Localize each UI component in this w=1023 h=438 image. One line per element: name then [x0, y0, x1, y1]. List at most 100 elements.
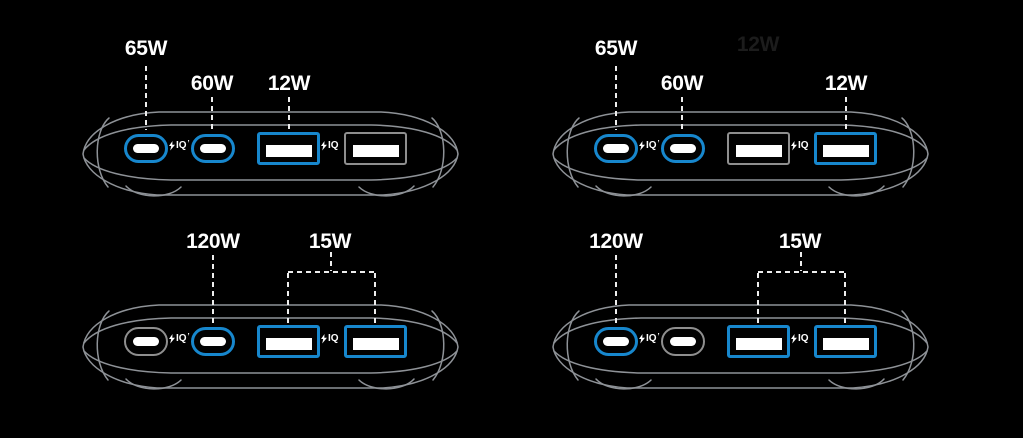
iq-mark: ’ — [657, 332, 660, 340]
usb-c-port-1 — [594, 327, 638, 356]
callout-dashed-line — [681, 97, 683, 130]
bracket-left-dashed-line — [757, 273, 759, 323]
iq-text: IQ — [176, 333, 187, 344]
lightning-bolt-icon — [791, 334, 797, 344]
iq-text: IQ — [328, 333, 339, 344]
body-top-chamfer-line — [553, 124, 928, 151]
left-endcap-curve — [96, 310, 110, 381]
power-bank-outline — [82, 304, 459, 390]
left-foot-arc — [125, 185, 182, 197]
callout-dashed-line — [615, 66, 617, 130]
bracket-bar-dashed-line — [758, 271, 847, 273]
usb-a-tongue — [822, 144, 869, 157]
usb-a-tongue — [822, 337, 869, 350]
lightning-bolt-icon — [791, 141, 797, 151]
usb-c-port-1 — [594, 134, 638, 163]
usb-a-port-2 — [814, 325, 877, 358]
power-iq-badge: IQ — [791, 141, 810, 151]
usb-c-port-2 — [661, 327, 705, 356]
usb-c-tongue — [133, 337, 159, 346]
usb-a-tongue — [265, 337, 312, 350]
usb-a-port-2 — [344, 132, 407, 165]
iq-text: IQ — [646, 140, 657, 151]
panel-top-right: 12W 65W 60W 12W IQ’ IQ — [470, 0, 981, 219]
usb-a-tongue — [352, 337, 399, 350]
body-top-chamfer-line — [83, 317, 458, 344]
usb-c-port-1 — [124, 327, 168, 356]
usb-c-tongue — [133, 144, 159, 153]
body-bottom-chamfer-line — [553, 350, 928, 374]
lightning-bolt-icon — [321, 334, 327, 344]
usb-a-tongue — [735, 337, 782, 350]
iq-text: IQ — [646, 333, 657, 344]
left-endcap-curve — [566, 117, 580, 188]
callout-dashed-line — [845, 97, 847, 130]
wattage-label-15w: 15W — [308, 230, 352, 253]
right-endcap-curve — [901, 310, 915, 381]
power-bank-outline — [552, 304, 929, 390]
body-outer-contour — [552, 111, 929, 196]
usb-c-tongue — [670, 144, 696, 153]
panel-top-left: 65W 60W 12W IQ’ IQ — [0, 0, 511, 219]
right-endcap-curve — [431, 117, 445, 188]
usb-c-port-2 — [191, 134, 235, 163]
left-endcap-curve — [566, 310, 580, 381]
right-endcap-curve — [901, 117, 915, 188]
usb-a-port-1 — [727, 325, 790, 358]
wattage-label-120w: 120W — [589, 230, 643, 253]
wattage-label-15w: 15W — [778, 230, 822, 253]
power-iq-badge: IQ’ — [639, 332, 660, 344]
iq-text: IQ — [798, 140, 809, 151]
wattage-label-60w: 60W — [190, 72, 234, 95]
wattage-label-12w: 12W — [824, 72, 868, 95]
usb-c-port-2 — [661, 134, 705, 163]
lightning-bolt-icon — [321, 141, 327, 151]
usb-a-port-2 — [344, 325, 407, 358]
callout-dashed-line — [212, 255, 214, 323]
usb-a-port-1 — [257, 325, 320, 358]
iq-text: IQ — [798, 333, 809, 344]
body-outer-contour — [82, 304, 459, 389]
iq-mark: ’ — [657, 139, 660, 147]
wattage-label-65w: 65W — [124, 37, 168, 60]
usb-a-port-1 — [257, 132, 320, 165]
iq-mark: ’ — [187, 332, 190, 340]
lightning-bolt-icon — [639, 141, 645, 151]
body-bottom-chamfer-line — [83, 157, 458, 181]
usb-c-port-1 — [124, 134, 168, 163]
power-bank-outline — [82, 111, 459, 197]
bracket-right-dashed-line — [844, 273, 846, 323]
power-iq-badge: IQ’ — [169, 140, 190, 151]
right-foot-arc — [358, 378, 415, 390]
wattage-label-120w: 120W — [186, 230, 240, 253]
lightning-bolt-icon — [169, 141, 175, 151]
bracket-bar-dashed-line — [288, 271, 377, 273]
ghost-wattage-label: 12W — [736, 33, 780, 56]
power-iq-badge: IQ — [791, 334, 810, 344]
lightning-bolt-icon — [639, 334, 645, 344]
right-foot-arc — [828, 378, 885, 390]
power-iq-badge: IQ — [321, 334, 340, 344]
power-iq-badge: IQ’ — [169, 332, 190, 344]
usb-c-tongue — [670, 337, 696, 346]
iq-text: IQ — [176, 140, 187, 151]
callout-dashed-line — [288, 97, 290, 130]
lightning-bolt-icon — [169, 334, 175, 344]
left-endcap-curve — [96, 117, 110, 188]
callout-dashed-line — [211, 97, 213, 130]
left-foot-arc — [125, 378, 182, 390]
body-bottom-chamfer-line — [83, 350, 458, 374]
usb-c-tongue — [200, 144, 226, 153]
callout-dashed-line — [615, 255, 617, 323]
wattage-label-60w: 60W — [660, 72, 704, 95]
bracket-stem-dashed-line — [800, 252, 802, 271]
left-foot-arc — [595, 185, 652, 197]
usb-c-tongue — [200, 337, 226, 346]
usb-c-tongue — [603, 337, 629, 346]
power-iq-badge: IQ — [321, 141, 340, 151]
usb-c-tongue — [603, 144, 629, 153]
usb-a-port-2 — [814, 132, 877, 165]
right-endcap-curve — [431, 310, 445, 381]
usb-a-tongue — [265, 144, 312, 157]
